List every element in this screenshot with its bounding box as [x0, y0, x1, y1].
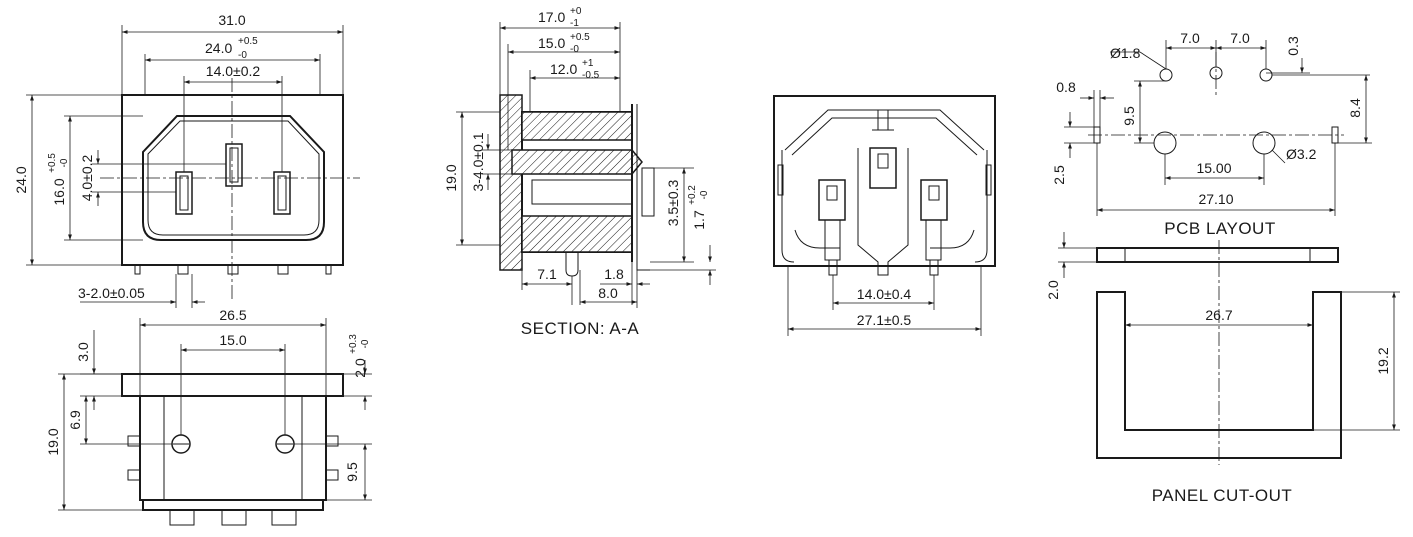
section-title: SECTION: A-A — [521, 319, 640, 338]
section-lower-wall — [521, 215, 633, 253]
svg-text:14.0±0.4: 14.0±0.4 — [857, 286, 912, 302]
panel-u-shape — [1096, 291, 1342, 459]
section-pin-body — [511, 149, 643, 175]
svg-text:-0: -0 — [699, 190, 710, 199]
svg-text:7.0: 7.0 — [1180, 30, 1200, 46]
dim-height-24: 24.0 — [13, 166, 29, 193]
svg-text:+0.5: +0.5 — [238, 36, 258, 47]
svg-text:+0: +0 — [570, 6, 582, 17]
svg-text:-0: -0 — [570, 44, 579, 55]
svg-text:Ø1.8: Ø1.8 — [1110, 45, 1141, 61]
svg-text:+0.3: +0.3 — [348, 334, 359, 354]
svg-text:15.0: 15.0 — [538, 35, 565, 51]
dim-6-9: 6.9 — [67, 410, 83, 430]
svg-text:1.7: 1.7 — [691, 210, 707, 230]
svg-text:-1: -1 — [570, 18, 579, 29]
dim-pin-width: 3-2.0±0.05 — [78, 285, 145, 301]
pcb-hole-small-1 — [1159, 68, 1173, 82]
front-view: 31.0 24.0 +0.5 -0 14.0±0.2 24.0 16.0 +0.… — [13, 12, 360, 308]
svg-text:8.0: 8.0 — [598, 285, 618, 301]
svg-text:-0.5: -0.5 — [582, 70, 600, 81]
svg-text:8.4: 8.4 — [1347, 98, 1363, 118]
pcb-title: PCB LAYOUT — [1164, 219, 1275, 238]
section-flange — [499, 94, 523, 271]
svg-text:19.2: 19.2 — [1375, 347, 1391, 374]
pcb-layout: Ø1.8 7.0 7.0 0.3 0.8 9.5 8.4 15.00 Ø3.2 … — [1051, 30, 1372, 238]
svg-text:-0: -0 — [238, 50, 247, 61]
svg-text:+0.5: +0.5 — [570, 32, 590, 43]
svg-text:27.1±0.5: 27.1±0.5 — [857, 312, 912, 328]
dim-31: 31.0 — [218, 12, 245, 28]
bottom-body — [139, 395, 327, 501]
svg-text:2.5: 2.5 — [1051, 165, 1067, 185]
dim-24: 24.0 — [205, 40, 232, 56]
bottom-flange — [121, 373, 344, 397]
svg-text:Ø3.2: Ø3.2 — [1286, 146, 1317, 162]
svg-text:7.0: 7.0 — [1230, 30, 1250, 46]
svg-text:27.10: 27.10 — [1198, 191, 1233, 207]
svg-text:0.3: 0.3 — [1285, 36, 1301, 56]
panel-cutout: 2.0 26.7 19.2 PANEL CUT-OUT — [1045, 232, 1400, 505]
svg-text:+1: +1 — [582, 58, 594, 69]
dim-26-5: 26.5 — [219, 307, 246, 323]
dim-9-5: 9.5 — [344, 462, 360, 482]
dim-3: 3.0 — [75, 342, 91, 362]
panel-top-strip — [1096, 247, 1339, 263]
front-socket-inner — [147, 120, 320, 236]
svg-text:1.8: 1.8 — [604, 266, 624, 282]
section-upper-wall — [521, 111, 633, 141]
dim-2-0: 2.0 — [352, 358, 368, 378]
rear-body — [773, 95, 996, 267]
svg-text:26.7: 26.7 — [1205, 307, 1232, 323]
dim-15: 15.0 — [219, 332, 246, 348]
dim-pin-offset: 4.0±0.2 — [79, 154, 95, 201]
svg-text:12.0: 12.0 — [550, 61, 577, 77]
dim-height-16: 16.0 — [51, 178, 67, 205]
section-view: 17.0 +0 -1 15.0 +0.5 -0 12.0 +1 -0.5 19.… — [443, 6, 716, 338]
svg-text:19.0: 19.0 — [443, 164, 459, 191]
svg-text:-0: -0 — [59, 158, 70, 167]
rear-view: 14.0±0.4 27.1±0.5 — [773, 95, 996, 336]
svg-text:2.0: 2.0 — [1045, 280, 1061, 300]
svg-text:7.1: 7.1 — [537, 266, 557, 282]
svg-text:15.00: 15.00 — [1196, 160, 1231, 176]
front-pin-center — [225, 143, 243, 187]
svg-text:3.5±0.3: 3.5±0.3 — [665, 179, 681, 226]
bottom-view: 26.5 15.0 3.0 19.0 6.9 2.0 +0.3 -0 9.5 — [45, 307, 372, 526]
svg-text:9.5: 9.5 — [1121, 106, 1137, 126]
svg-text:+0.5: +0.5 — [47, 153, 58, 173]
dim-14: 14.0±0.2 — [206, 63, 261, 79]
svg-text:-0: -0 — [360, 339, 371, 348]
pcb-hole-small-3 — [1259, 68, 1273, 82]
svg-text:17.0: 17.0 — [538, 9, 565, 25]
panel-title: PANEL CUT-OUT — [1152, 486, 1293, 505]
svg-text:0.8: 0.8 — [1056, 79, 1076, 95]
svg-text:3-4.0±0.1: 3-4.0±0.1 — [470, 132, 486, 191]
dim-19: 19.0 — [45, 428, 61, 455]
svg-text:+0.2: +0.2 — [687, 185, 698, 205]
front-socket-outline — [142, 115, 325, 241]
